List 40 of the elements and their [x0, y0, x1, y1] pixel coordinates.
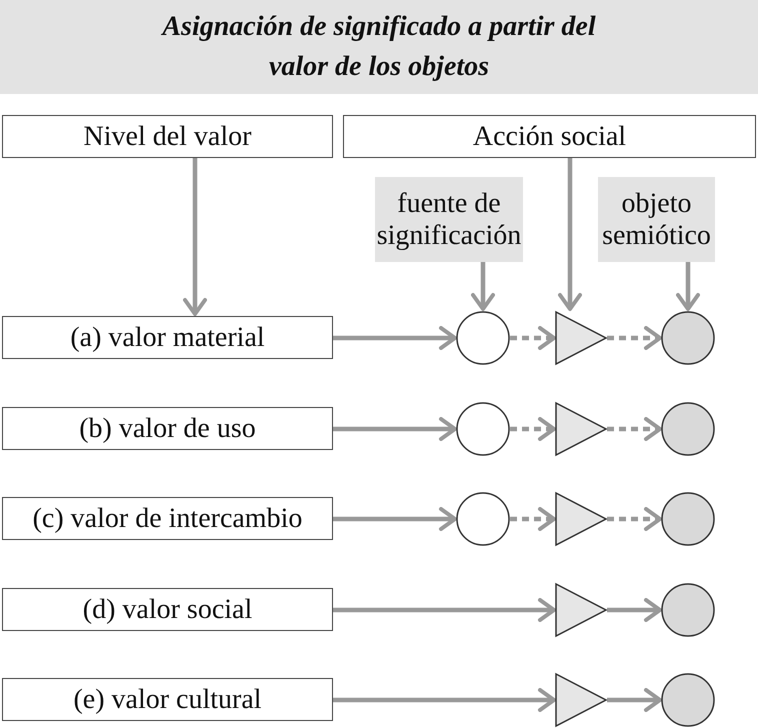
- circle-node: [456, 402, 510, 456]
- arrow: [607, 507, 662, 531]
- category-box: (b) valor de uso: [2, 407, 333, 450]
- title-banner: Asignación de significado a partir del valor de los objetos: [0, 0, 758, 94]
- triangle-node: [555, 583, 607, 637]
- circle-node: [456, 311, 510, 365]
- arrow: [607, 326, 662, 350]
- arrow: [333, 507, 457, 531]
- circle-node: [661, 402, 715, 456]
- arrow: [510, 507, 556, 531]
- arrow: [558, 158, 582, 311]
- arrow: [333, 417, 457, 441]
- circle-node: [661, 583, 715, 637]
- category-box: (e) valor cultural: [2, 678, 333, 721]
- heading-box: objeto semiótico: [598, 177, 715, 262]
- arrow: [333, 688, 556, 712]
- category-box: Nivel del valor: [2, 115, 333, 158]
- arrow: [607, 688, 662, 712]
- triangle-node: [555, 492, 607, 546]
- arrow: [333, 598, 556, 622]
- triangle-node: [555, 673, 607, 727]
- arrow: [471, 262, 495, 311]
- arrow: [510, 417, 556, 441]
- triangle-node: [555, 402, 607, 456]
- arrow: [607, 417, 662, 441]
- arrow: [333, 326, 457, 350]
- arrow: [676, 262, 700, 311]
- circle-node: [661, 673, 715, 727]
- category-box: (c) valor de intercambio: [2, 497, 333, 540]
- triangle-node: [555, 311, 607, 365]
- category-box: (d) valor social: [2, 588, 333, 631]
- heading-box: fuente de significación: [375, 177, 523, 262]
- category-box: Acción social: [343, 115, 756, 158]
- circle-node: [661, 492, 715, 546]
- arrow: [183, 158, 207, 316]
- category-box: (a) valor material: [2, 316, 333, 359]
- circle-node: [661, 311, 715, 365]
- circle-node: [456, 492, 510, 546]
- arrow: [607, 598, 662, 622]
- arrow: [510, 326, 556, 350]
